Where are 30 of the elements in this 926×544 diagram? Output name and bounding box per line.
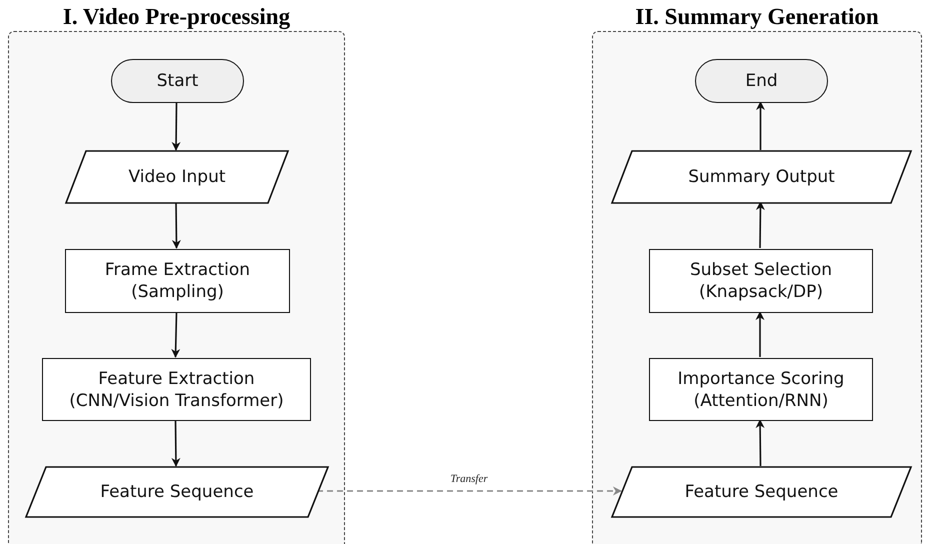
node-label: Feature Sequence	[684, 481, 838, 503]
process-box	[42, 358, 311, 421]
node-label: Video Input	[128, 166, 226, 188]
node-label: Subset Selection	[690, 259, 832, 281]
node-label: Feature Extraction	[98, 368, 255, 390]
process-box	[649, 249, 873, 313]
edge-label: Transfer	[448, 473, 490, 485]
arrow	[171, 312, 180, 358]
arrow	[756, 419, 765, 466]
node-label: End	[745, 70, 778, 92]
node-label: Frame Extraction	[104, 259, 250, 281]
arrow	[756, 101, 765, 150]
arrow	[172, 102, 181, 151]
arrow	[171, 420, 180, 467]
start-terminal	[111, 59, 244, 103]
node-label: Start	[156, 70, 198, 92]
node-label: Summary Output	[688, 166, 835, 188]
node-label: (Knapsack/DP)	[699, 281, 823, 303]
process-box	[65, 249, 290, 313]
process-box	[649, 358, 873, 421]
arrow	[317, 486, 622, 496]
node-label: (Attention/RNN)	[694, 390, 828, 412]
arrow	[756, 201, 765, 248]
node-label: Importance Scoring	[678, 368, 844, 390]
end-terminal	[695, 59, 828, 103]
arrow	[756, 311, 764, 357]
node-label: Feature Sequence	[100, 481, 254, 503]
arrow	[172, 202, 181, 249]
node-label: (Sampling)	[131, 281, 224, 303]
node-label: (CNN/Vision Transformer)	[69, 390, 284, 412]
